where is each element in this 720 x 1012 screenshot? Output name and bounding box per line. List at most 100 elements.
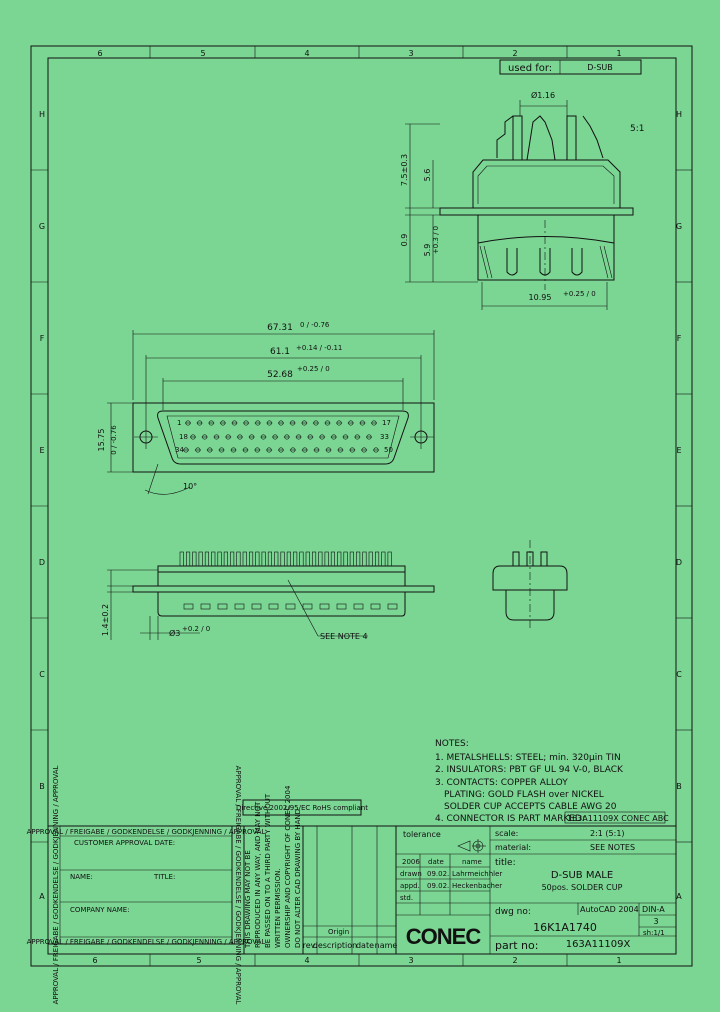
solder-cup: [356, 551, 361, 567]
row-left-E: E: [39, 446, 44, 455]
dim-overall-tol: 0 / -0.76: [300, 321, 330, 329]
pin-grid: [183, 420, 379, 453]
bottom-slot: [200, 603, 211, 610]
note-3b: SOLDER CUP ACCEPTS CABLE AWG 20: [444, 802, 617, 812]
rev-header-date: date: [356, 941, 374, 950]
row-left-D: D: [39, 558, 45, 567]
scale-label: scale:: [495, 829, 518, 838]
dim-flange: 0.9: [400, 234, 409, 247]
revision-table: Origin rev. description date name: [302, 825, 397, 955]
approval-bottom-text: APPROVAL / FREIGABE / GODKENDELSE / GODK…: [27, 938, 266, 946]
approval-top-text: APPROVAL / FREIGABE / GODKENDELSE / GODK…: [27, 828, 266, 836]
date-row-3-label: std.: [400, 894, 413, 902]
bottom-slot: [285, 603, 296, 610]
date-row-0-label: 2006: [402, 858, 420, 866]
dim-height: 7.5±0.3: [400, 154, 409, 186]
solder-cup: [305, 551, 310, 567]
solder-cup: [381, 551, 386, 567]
used-for-label: used for:: [508, 63, 552, 74]
date-row-1-name: Lahrmeichhler: [452, 870, 502, 878]
copyright-1: THIS DRAWING MAY NOT BE: [244, 850, 252, 949]
dim-holes: 61.1: [270, 347, 290, 357]
col-bottom-5: 5: [196, 956, 201, 965]
date-row-2-date: 09.02.: [427, 882, 449, 890]
pin-label-33: 33: [380, 433, 389, 441]
format-size: 3: [653, 917, 658, 926]
solder-cup: [186, 551, 191, 567]
row-right-D: D: [676, 558, 682, 567]
col-bottom-3: 3: [408, 956, 413, 965]
solder-cup: [337, 551, 342, 567]
bottom-slots: [183, 603, 398, 610]
solder-cup: [274, 551, 279, 567]
solder-cup: [211, 551, 216, 567]
notes-title: NOTES:: [435, 739, 469, 749]
col-top-5: 5: [200, 49, 205, 58]
grid-rows: H G F E D C B A H G F E D C B A: [31, 110, 692, 901]
approval-right-text: APPROVAL / FREIGABE / GODKENDELSE / GODK…: [234, 766, 242, 1005]
solder-cup: [192, 551, 197, 567]
bottom-slot: [217, 603, 228, 610]
row-right-E: E: [676, 446, 681, 455]
row-right-C: C: [676, 670, 682, 679]
approval-block: APPROVAL / FREIGABE / GODKENDELSE / GODK…: [27, 765, 266, 1004]
format-label: DIN-A: [642, 905, 665, 914]
cad-version: AutoCAD 2004: [580, 905, 639, 914]
bottom-slot: [336, 603, 347, 610]
approval-name: NAME:: [70, 873, 93, 881]
side-view: 5:1 Ø1.16 7.5: [400, 90, 644, 310]
solder-cup: [261, 551, 266, 567]
grid-columns: 6 5 4 3 2 1 6 5 4 3 2 1: [92, 46, 622, 966]
dim-pin-dia: Ø1.16: [531, 90, 555, 100]
note-3a: PLATING: GOLD FLASH over NICKEL: [444, 790, 604, 800]
note-3: 3. CONTACTS: COPPER ALLOY: [435, 778, 568, 788]
bottom-slot: [302, 603, 313, 610]
row-right-H: H: [676, 110, 682, 119]
used-for-box: used for: D-SUB: [499, 59, 642, 75]
copyright-5: OWNERSHIP AND COPYRIGHT OF CONEC 2004: [284, 785, 292, 948]
company-name: COMPANY NAME:: [70, 906, 130, 914]
row-left-B: B: [39, 782, 45, 791]
pin-label-1: 1: [177, 419, 181, 427]
dim-shell: 5.6: [423, 169, 432, 182]
conec-logo: CONEC: [406, 924, 483, 949]
bottom-slot: [234, 603, 245, 610]
copyright-4: WRITTEN PERMISSION.: [274, 868, 282, 948]
title-block: tolerance scale: 2:1 (5:1) material: SEE…: [395, 825, 677, 955]
col-bottom-4: 4: [304, 956, 309, 965]
copyright-2: REPRODUCED IN ANY WAY, AND MAY NOT: [254, 801, 262, 948]
col-top-2: 2: [512, 49, 517, 58]
dim-holes-tol: +0.14 / -0.11: [296, 344, 342, 352]
rohs-text: Directive 2002/95/EC RoHS compliant: [236, 804, 368, 812]
solder-cup: [318, 551, 323, 567]
bottom-slot: [319, 603, 330, 610]
col-top-3: 3: [408, 49, 413, 58]
notes: NOTES: 1. METALSHELLS: STEEL; min. 320µi…: [435, 739, 669, 824]
pin-label-34: 34: [175, 446, 184, 454]
title-label: title:: [495, 858, 516, 868]
date-row-2-label: appd.: [400, 882, 420, 890]
date-row-1-label: drawn: [400, 870, 422, 878]
angle-label: 10°: [183, 482, 197, 491]
dwg-no: 16K1A1740: [533, 921, 597, 934]
note-4-marking: 163A11109X CONEC ABC: [567, 814, 669, 823]
dim-bottom-dia: Ø3: [169, 628, 180, 638]
solder-cup: [242, 551, 247, 567]
dim-height-tol: 0 / -0.76: [110, 425, 118, 455]
solder-cup: [198, 551, 203, 567]
solder-cup: [179, 551, 184, 567]
row-left-G: G: [39, 222, 45, 231]
date-row-1-date: 09.02.: [427, 870, 449, 878]
dim-bottom-1: 1.4±0.2: [101, 604, 110, 636]
solder-cups: [179, 551, 392, 567]
material-value: SEE NOTES: [590, 843, 635, 852]
sheet-number: sh:1/1: [643, 929, 665, 937]
dwg-no-label: dwg no:: [495, 907, 531, 917]
bottom-view: 1.4±0.2 Ø3 +0.2 / 0 SEE NOTE 4: [101, 551, 435, 641]
solder-cup: [349, 551, 354, 567]
col-top-1: 1: [616, 49, 621, 58]
dim-width: 10.95: [529, 293, 552, 302]
title-line-1: D-SUB MALE: [551, 870, 613, 881]
copyright-6: DO NOT ALTER CAD DRAWING BY HAND: [294, 809, 302, 948]
solder-cup: [204, 551, 209, 567]
